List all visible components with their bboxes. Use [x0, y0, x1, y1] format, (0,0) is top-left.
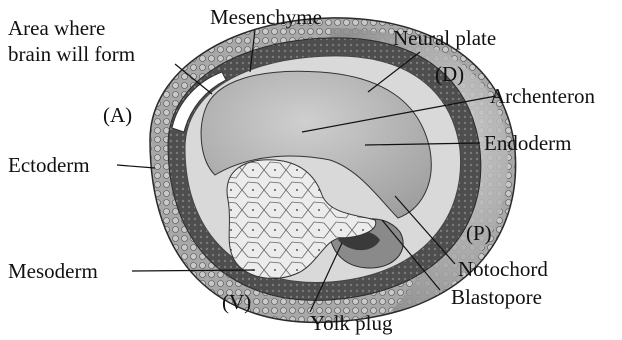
neural-plate-label: Neural plate	[393, 26, 496, 50]
ectoderm-label: Ectoderm	[8, 153, 90, 177]
brain-area-label-line1: Area where	[8, 16, 105, 40]
archenteron-label: Archenteron	[490, 84, 595, 108]
mesenchyme-label: Mesenchyme	[210, 5, 322, 29]
blastopore-label: Blastopore	[451, 285, 542, 309]
notochord-label: Notochord	[458, 257, 548, 281]
endoderm-label: Endoderm	[484, 131, 571, 155]
brain-area-label-line2: brain will form	[8, 42, 135, 66]
dorsal-label: (D)	[435, 62, 464, 86]
yolk-plug-label: Yolk plug	[310, 311, 393, 335]
anterior-label: (A)	[103, 103, 132, 127]
mesoderm-label: Mesoderm	[8, 259, 98, 283]
ventral-label: (V)	[222, 290, 251, 314]
posterior-label: (P)	[466, 221, 492, 245]
